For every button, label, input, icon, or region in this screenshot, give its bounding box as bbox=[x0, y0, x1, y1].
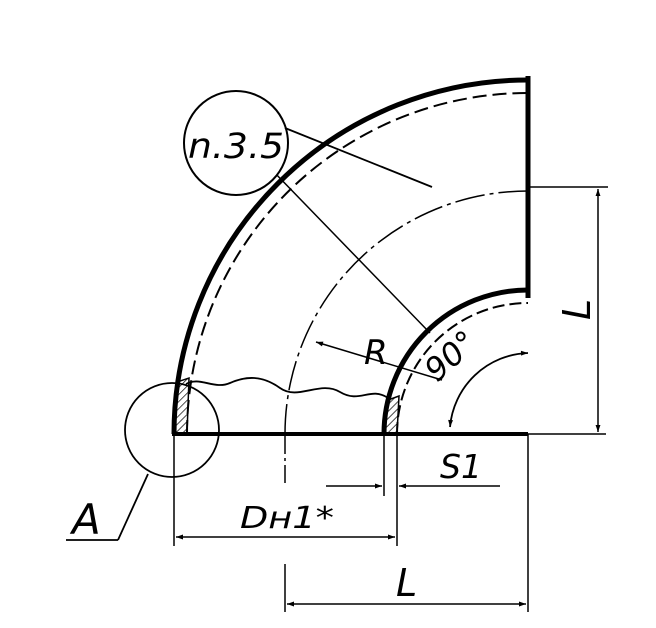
hatched-wall-right bbox=[383, 394, 400, 435]
break-line bbox=[185, 377, 389, 399]
inner-inner-wall-dashed-arc bbox=[396, 302, 529, 435]
outer-wall-arc bbox=[171, 77, 529, 435]
radius-label: R bbox=[364, 333, 388, 373]
note-reference-circle bbox=[183, 90, 289, 196]
detail-label: A bbox=[69, 495, 101, 544]
diagonal-leader bbox=[271, 169, 431, 334]
diameter-label: Dн1* bbox=[240, 501, 334, 536]
note-reference-label: n.3.5 bbox=[188, 127, 284, 167]
radius-dimension bbox=[315, 341, 443, 381]
angle-arc bbox=[448, 350, 529, 428]
outer-inner-wall-dashed-arc bbox=[186, 92, 529, 435]
thickness-label: S1 bbox=[440, 447, 482, 486]
note-leader-line bbox=[284, 127, 433, 188]
hatched-wall-left bbox=[173, 376, 190, 435]
centerline-arc bbox=[284, 190, 529, 435]
length-horizontal-label: L bbox=[396, 561, 417, 605]
detail-leader-line bbox=[117, 473, 149, 541]
length-vertical-label: L bbox=[555, 299, 599, 320]
detail-a-circle bbox=[124, 382, 220, 478]
